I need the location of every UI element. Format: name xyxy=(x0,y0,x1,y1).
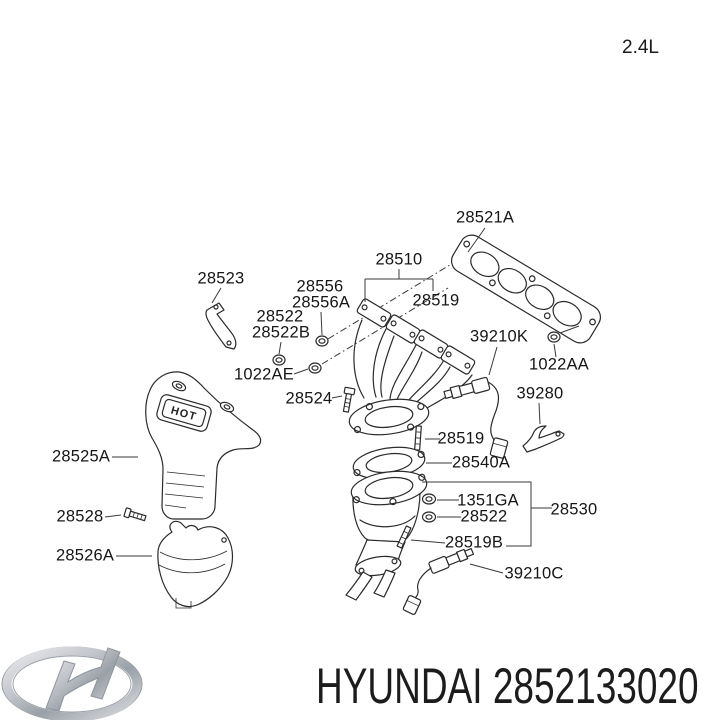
part-label-28510: 28510 xyxy=(375,250,423,269)
bolt-28528-drawing xyxy=(123,507,147,522)
catalytic-converter-drawing xyxy=(345,470,428,601)
part-label-28519-mid: 28519 xyxy=(437,429,485,448)
part-label-39280: 39280 xyxy=(516,384,564,403)
footer-number: 2852133020 xyxy=(492,658,699,714)
stud-28519-drawing xyxy=(414,425,422,451)
leader-lines xyxy=(104,227,580,574)
nut-28556-drawing xyxy=(315,335,329,347)
nut-1022aa-drawing xyxy=(547,331,561,343)
part-label-39210k: 39210K xyxy=(469,327,529,346)
part-label-28522-lower: 28522 xyxy=(460,507,508,526)
exhaust-manifold-drawing xyxy=(348,298,476,436)
part-label-1022aa: 1022AA xyxy=(529,355,589,374)
part-label-28519-top: 28519 xyxy=(412,291,460,310)
hyundai-logo xyxy=(1,646,143,720)
footer-brand: HYUNDAI xyxy=(316,658,483,714)
part-label-28540a: 28540A xyxy=(451,453,511,472)
part-label-28522b: 28522B xyxy=(251,323,311,342)
part-label-28522: 28522 xyxy=(256,307,304,326)
lower-heat-shield-drawing xyxy=(157,520,234,609)
nut-1351ga-drawing xyxy=(421,493,437,505)
oxygen-sensor-upper-drawing xyxy=(443,376,509,459)
part-label-28556a: 28556A xyxy=(291,293,351,312)
oxygen-sensor-lower-drawing xyxy=(402,548,475,615)
part-label-28528: 28528 xyxy=(56,507,104,526)
part-label-1351ga: 1351GA xyxy=(457,491,519,510)
upper-heat-shield-drawing: HOT xyxy=(145,371,262,520)
part-label-39210c: 39210C xyxy=(504,564,564,583)
part-label-28556: 28556 xyxy=(296,277,344,296)
part-label-1022ae: 1022AE xyxy=(234,365,294,384)
manifold-gasket-drawing xyxy=(450,234,602,344)
part-label-28525a: 28525A xyxy=(51,447,111,466)
part-label-28521a: 28521A xyxy=(455,208,515,227)
support-bracket-drawing xyxy=(205,302,237,350)
nut-28522-drawing xyxy=(421,511,437,523)
bolt-28524-drawing xyxy=(342,386,356,413)
sensor-bracket-drawing xyxy=(522,425,565,453)
nut-28522b-drawing xyxy=(272,354,286,366)
engine-displacement-label: 2.4L xyxy=(622,37,659,58)
hot-badge: HOT xyxy=(156,394,212,432)
part-label-28524: 28524 xyxy=(285,389,333,408)
part-label-28523: 28523 xyxy=(197,269,245,288)
nut-1022ae-drawing xyxy=(308,362,322,374)
part-label-28526a: 28526A xyxy=(55,546,115,565)
part-label-28530: 28530 xyxy=(550,500,598,519)
part-label-28519b: 28519B xyxy=(444,533,504,552)
footer-part-number: HYUNDAI 2852133020 xyxy=(316,661,699,711)
